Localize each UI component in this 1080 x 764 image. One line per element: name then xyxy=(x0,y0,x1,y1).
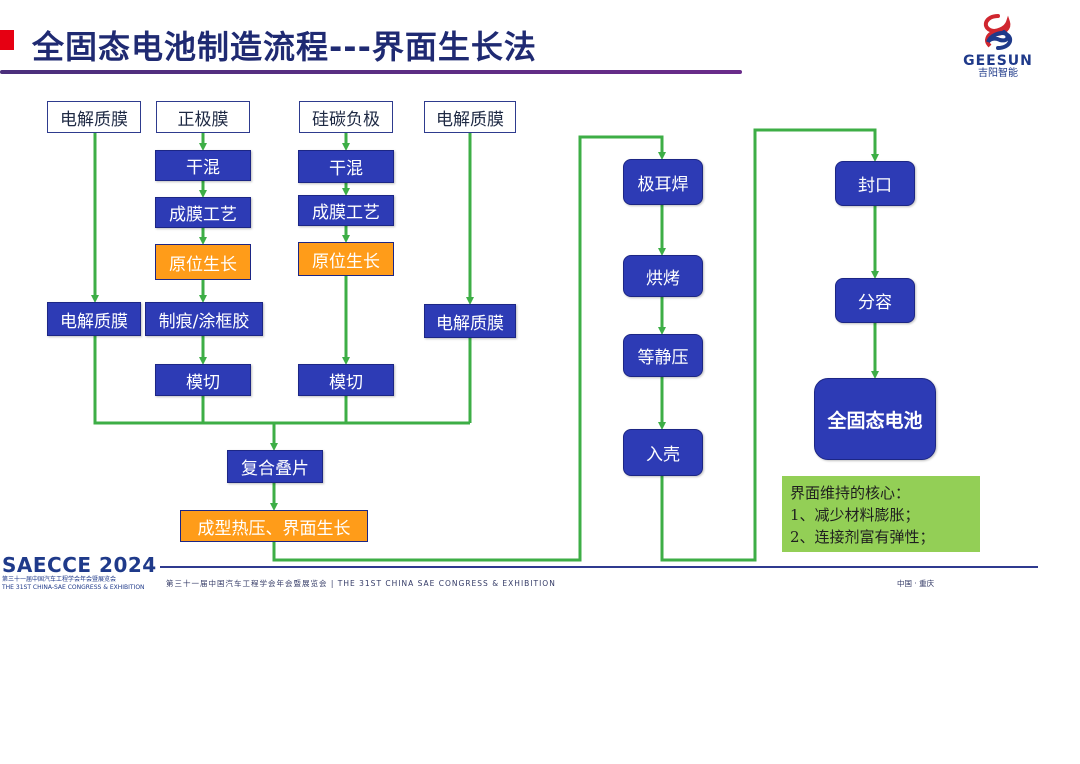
node-composite-stacking: 复合叠片 xyxy=(227,450,323,483)
geesun-swirl-icon xyxy=(983,14,1013,50)
node-capacity-grading: 分容 xyxy=(835,278,915,323)
conference-name: SAECCE 2024 xyxy=(2,553,157,577)
node-all-solid-state-battery: 全固态电池 xyxy=(814,378,936,460)
node-cathode-film-forming: 成膜工艺 xyxy=(155,197,251,228)
node-hot-press-interface-growth: 成型热压、界面生长 xyxy=(180,510,368,542)
node-anode-dry-mix: 干混 xyxy=(298,150,394,183)
note-line-1: 1、减少材料膨胀； xyxy=(790,506,920,524)
note-title: 界面维持的核心： xyxy=(790,484,911,502)
node-sealing: 封口 xyxy=(835,161,915,206)
node-anode-die-cut: 模切 xyxy=(298,364,394,396)
connector-merge-bus xyxy=(93,336,470,425)
node-cathode-membrane: 正极膜 xyxy=(156,101,250,133)
node-cathode-scoring-framing: 制痕/涂框胶 xyxy=(145,302,263,336)
node-electrolyte-membrane-left: 电解质膜 xyxy=(47,302,141,336)
footer-center-text: 第三十一届中国汽车工程学会年会暨展览会 | THE 31ST CHINA SAE… xyxy=(166,579,556,588)
brand-subname: 吉阳智能 xyxy=(978,68,1018,79)
node-cathode-dry-mix: 干混 xyxy=(155,150,251,181)
node-cathode-die-cut: 模切 xyxy=(155,364,251,396)
footer-location: 中国 · 重庆 xyxy=(897,579,935,588)
node-tab-welding: 极耳焊 xyxy=(623,159,703,205)
node-cathode-in-situ-growth: 原位生长 xyxy=(155,244,251,280)
brand-logo: GEESUN 吉阳智能 xyxy=(958,12,1038,86)
footer-rule xyxy=(160,566,1038,568)
conference-line-1: 第三十一届中国汽车工程学会年会暨展览会 xyxy=(2,576,117,583)
conference-logo: SAECCE 2024 第三十一届中国汽车工程学会年会暨展览会 THE 31ST… xyxy=(2,553,157,592)
node-anode-film-forming: 成膜工艺 xyxy=(298,195,394,226)
flow-connectors xyxy=(91,128,879,562)
node-anode-in-situ-growth: 原位生长 xyxy=(298,242,394,276)
node-electrolyte-membrane-left-source: 电解质膜 xyxy=(47,101,141,133)
slide: 全固态电池制造流程---界面生长法 GEESUN 吉阳智能 xyxy=(0,12,1038,592)
interface-core-note: 界面维持的核心： 1、减少材料膨胀； 2、连接剂富有弹性； xyxy=(782,476,980,552)
node-electrolyte-membrane-right: 电解质膜 xyxy=(424,304,516,338)
node-electrolyte-membrane-right-source: 电解质膜 xyxy=(424,101,516,133)
title-accent-mark xyxy=(0,30,14,50)
node-isostatic-pressing: 等静压 xyxy=(623,334,703,377)
title-underline xyxy=(0,70,742,74)
node-casing-insertion: 入壳 xyxy=(623,429,703,476)
page-title: 全固态电池制造流程---界面生长法 xyxy=(32,28,537,66)
node-baking: 烘烤 xyxy=(623,255,703,297)
brand-name: GEESUN xyxy=(963,53,1033,69)
note-line-2: 2、连接剂富有弹性； xyxy=(790,528,935,546)
conference-line-2: THE 31ST CHINA-SAE CONGRESS & EXHIBITION xyxy=(2,584,145,591)
node-silicon-carbon-anode: 硅碳负极 xyxy=(299,101,393,133)
